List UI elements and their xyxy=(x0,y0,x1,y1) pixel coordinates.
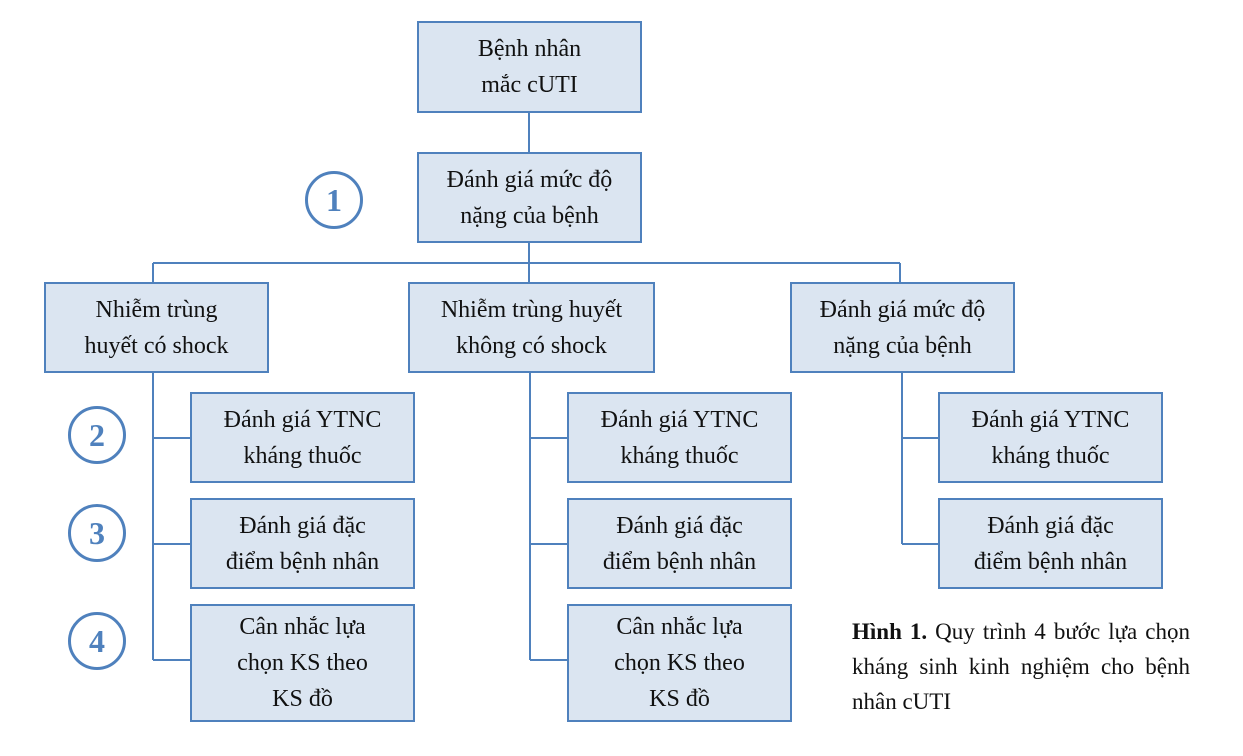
branch-node-no-shock: Nhiễm trùng huyết không có shock xyxy=(408,282,655,373)
right-ytnc-node: Đánh giá YTNC kháng thuốc xyxy=(938,392,1163,483)
branch-line1: Đánh giá mức độ xyxy=(819,296,986,323)
sub-line2: kháng thuốc xyxy=(243,442,362,469)
step-4-marker: 4 xyxy=(68,612,126,670)
sub-line1: Đánh giá đặc xyxy=(616,512,743,539)
branch-line1: Nhiễm trùng huyết xyxy=(440,296,623,323)
assess-node: Đánh giá mức độ nặng của bệnh xyxy=(417,152,642,243)
sub-line2: điểm bệnh nhân xyxy=(225,548,380,575)
mid-dacdiem-node: Đánh giá đặc điểm bệnh nhân xyxy=(567,498,792,589)
left-ytnc-node: Đánh giá YTNC kháng thuốc xyxy=(190,392,415,483)
step-2-number: 2 xyxy=(89,416,105,453)
sub-line1: Đánh giá đặc xyxy=(239,512,366,539)
right-dacdiem-node: Đánh giá đặc điểm bệnh nhân xyxy=(938,498,1163,589)
sub-line1: Cân nhắc lựa xyxy=(616,614,743,640)
figure-caption: Hình 1. Quy trình 4 bước lựa chọn kháng … xyxy=(852,614,1190,719)
step-3-number: 3 xyxy=(89,514,105,551)
left-cannhac-node: Cân nhắc lựa chọn KS theo KS đồ xyxy=(190,604,415,722)
root-line2: mắc cUTI xyxy=(481,72,578,98)
sub-line2: chọn KS theo xyxy=(614,650,745,676)
sub-line1: Đánh giá YTNC xyxy=(600,406,759,433)
sub-line1: Đánh giá YTNC xyxy=(223,406,382,433)
caption-label: Hình 1. xyxy=(852,619,928,644)
branch-node-shock: Nhiễm trùng huyết có shock xyxy=(44,282,269,373)
root-line1: Bệnh nhân xyxy=(477,36,582,62)
branch-line1: Nhiễm trùng xyxy=(95,296,218,323)
sub-line2: điểm bệnh nhân xyxy=(973,548,1128,575)
sub-line3: KS đồ xyxy=(649,686,710,712)
step-1-number: 1 xyxy=(326,181,342,218)
sub-line2: điểm bệnh nhân xyxy=(602,548,757,575)
mid-cannhac-node: Cân nhắc lựa chọn KS theo KS đồ xyxy=(567,604,792,722)
step-1-marker: 1 xyxy=(305,171,363,229)
assess-line2: nặng của bệnh xyxy=(460,202,599,229)
step-2-marker: 2 xyxy=(68,406,126,464)
assess-line1: Đánh giá mức độ xyxy=(446,166,613,193)
root-node: Bệnh nhân mắc cUTI xyxy=(417,21,642,113)
branch-line2: nặng của bệnh xyxy=(833,332,972,359)
mid-ytnc-node: Đánh giá YTNC kháng thuốc xyxy=(567,392,792,483)
sub-line1: Cân nhắc lựa xyxy=(239,614,366,640)
sub-line2: kháng thuốc xyxy=(620,442,739,469)
left-dacdiem-node: Đánh giá đặc điểm bệnh nhân xyxy=(190,498,415,589)
sub-line2: chọn KS theo xyxy=(237,650,368,676)
caption-text: Quy trình 4 bước lựa chọn kháng sinh kin… xyxy=(852,619,1190,714)
branch-line2: huyết có shock xyxy=(84,332,229,359)
branch-node-assess: Đánh giá mức độ nặng của bệnh xyxy=(790,282,1015,373)
step-4-number: 4 xyxy=(89,622,105,659)
branch-line2: không có shock xyxy=(456,332,607,359)
sub-line2: kháng thuốc xyxy=(991,442,1110,469)
sub-line1: Đánh giá YTNC xyxy=(971,406,1130,433)
sub-line1: Đánh giá đặc xyxy=(987,512,1114,539)
step-3-marker: 3 xyxy=(68,504,126,562)
sub-line3: KS đồ xyxy=(272,686,333,712)
